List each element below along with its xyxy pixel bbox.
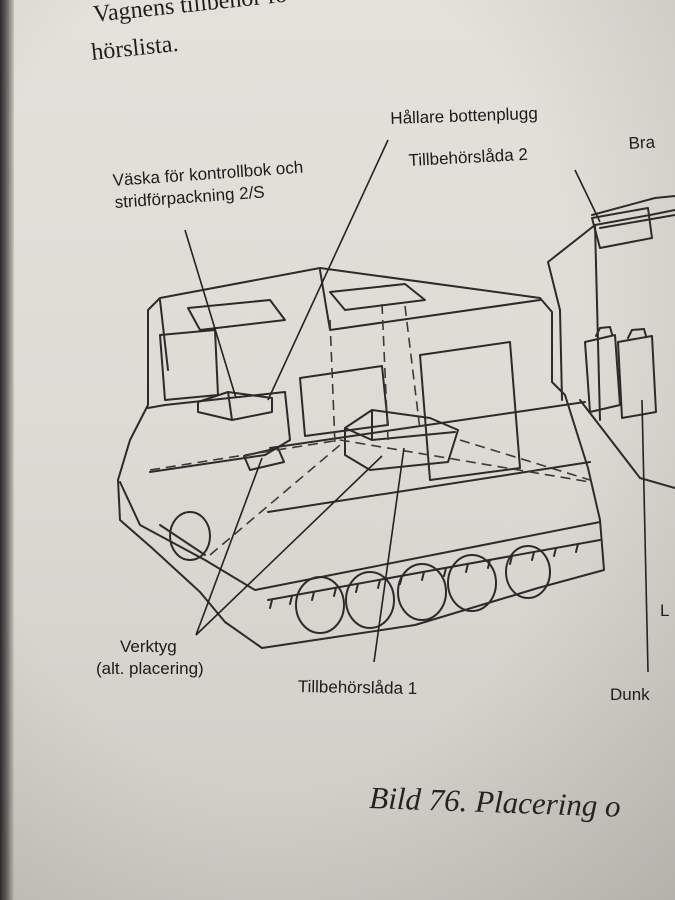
label-tools-line-2: (alt. placering) [96,659,204,678]
drain-plug-holder-shape [243,447,285,471]
vehicle-side-band [267,401,591,513]
page-binding-edge [0,0,14,900]
track-cleats [267,539,601,609]
leader-box-2 [574,169,601,223]
leader-box-1 [373,447,405,663]
label-cut-l: L [660,601,670,620]
hidden-line-3 [404,305,421,431]
vehicle-hull-outline [117,267,605,649]
leader-tools-1 [195,457,263,636]
vehicle-front-face [147,391,291,473]
bag-shape [197,391,273,421]
hidden-line-2 [381,303,389,441]
jerry-can-1 [584,326,621,413]
label-accessory-box-1: Tillbehörslåda 1 [297,676,418,699]
vehicle-lower-body [119,481,601,591]
hidden-line-6 [209,444,341,556]
leader-tools-2 [195,455,383,636]
trailer-outline [547,209,675,489]
jerry-can-2 [617,328,657,419]
vehicle-roof-hatch-rear [329,283,426,311]
label-canister: Dunk [610,685,650,704]
hidden-line-5 [459,439,591,481]
vehicle-window-side-1 [299,365,389,437]
vehicle-window-front [159,329,219,401]
vehicle-door-1 [419,341,521,481]
hidden-line-1 [149,439,591,483]
leader-bag [184,229,237,399]
hidden-line-4 [329,319,336,446]
leader-drain-plug [267,139,389,401]
vehicle-roof-hatch-front [187,299,286,331]
label-tools-line-1: Verktyg [120,637,177,656]
label-cut-text-right: Bra [628,132,656,153]
leader-canister [641,399,649,673]
accessory-box-2-shape [591,207,653,249]
accessory-box-1-shape [344,409,459,471]
road-wheels [169,511,551,634]
trailer-top [591,195,675,229]
